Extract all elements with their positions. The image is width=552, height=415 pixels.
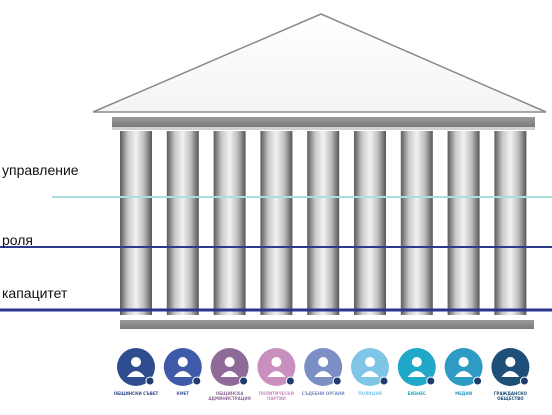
pillar [213,131,246,315]
pillar [354,131,386,315]
icon-caption: ОБЩИНСКИ СЪВЕТ [113,391,159,396]
civil-society-icon [491,348,530,386]
temple-architrave [112,127,535,130]
stakeholder-icons [117,348,530,386]
icon-caption: КМЕТ [176,391,190,396]
temple-base [120,320,534,329]
parliament-icon [117,348,155,386]
icon-caption: ПОЛИТИЧЕСКИ ПАРТИИ [258,391,294,401]
media-icon [444,348,483,386]
temple-roof [92,13,547,113]
pillar [447,131,480,315]
pillar [400,131,433,315]
administration-icon [210,348,249,386]
icon-caption: ОБЩИНСКА АДМИНИСТРАЦИЯ [208,391,251,401]
icon-caption: ГРАЖДАНСКО ОБЩЕСТВО [493,391,527,401]
temple-entablature [112,117,535,127]
pillar [120,131,152,315]
political-parties-icon [257,348,296,386]
pillar [494,131,527,315]
mayor-icon [163,348,202,386]
icon-caption: БИЗНЕС [407,391,426,396]
business-icon [397,348,436,386]
level-label-role: роля [2,232,34,248]
icon-caption: МЕДИИ [455,391,473,396]
temple-pillars [120,131,527,315]
level-label-governance: управление [2,162,79,178]
pillar [260,131,293,315]
police-icon [351,348,389,386]
justice-icon [304,348,343,386]
pillar [307,131,340,315]
icon-caption: СЪДЕБНИ ОРГАНИ [301,391,345,396]
level-label-capacity: капацитет [2,285,68,301]
icon-caption: ПОЛИЦИЯ [358,391,382,396]
pillar [166,131,199,315]
